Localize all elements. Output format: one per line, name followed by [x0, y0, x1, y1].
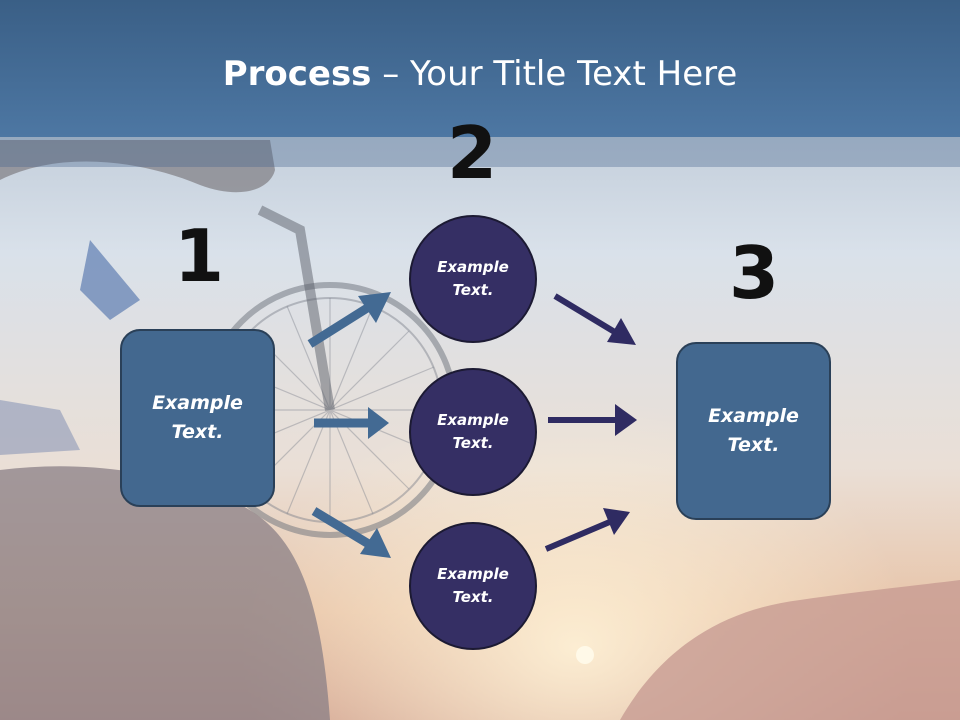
- arrow-middle-to-right: [548, 404, 637, 436]
- circle-top: Example Text.: [409, 215, 537, 343]
- arrow-left-to-top: [307, 292, 391, 348]
- circle-middle-label: Example Text.: [437, 411, 509, 452]
- arrow-bottom-to-right: [544, 508, 630, 552]
- slide-title: Process – Your Title Text Here: [0, 52, 960, 96]
- step-number-3: 3: [728, 231, 780, 315]
- left-text-box: Example Text.: [120, 329, 275, 507]
- title-bold: Process: [222, 54, 372, 94]
- circle-middle: Example Text.: [409, 368, 537, 496]
- circle-top-label: Example Text.: [437, 258, 509, 299]
- arrow-left-to-middle: [314, 407, 389, 439]
- circle-bottom: Example Text.: [409, 522, 537, 650]
- left-box-label: Example Text.: [152, 392, 243, 443]
- right-text-box: Example Text.: [676, 342, 831, 520]
- step-number-1: 1: [173, 214, 225, 298]
- header-band: [0, 137, 960, 167]
- circle-bottom-label: Example Text.: [437, 565, 509, 606]
- step-number-2: 2: [446, 111, 498, 195]
- header-bar: [0, 0, 960, 137]
- arrow-top-to-right: [553, 293, 636, 345]
- title-rest: – Your Title Text Here: [371, 54, 738, 94]
- right-box-label: Example Text.: [708, 405, 799, 456]
- arrow-left-to-bottom: [311, 507, 391, 558]
